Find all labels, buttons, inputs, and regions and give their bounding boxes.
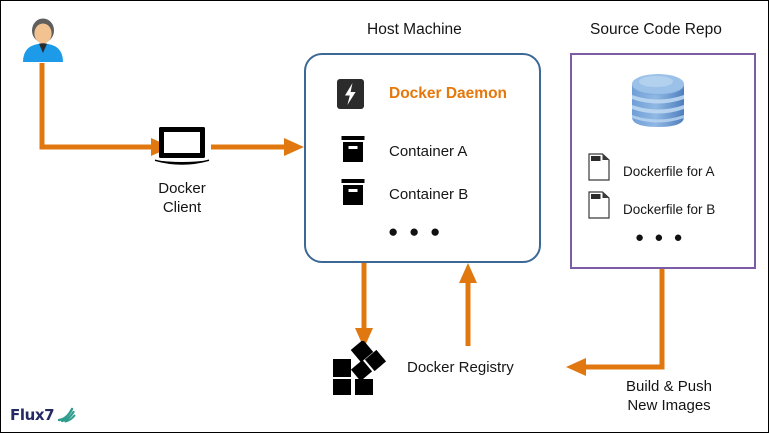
- arrowhead-client-to-host: [284, 138, 304, 156]
- build-push-caption: Build & Push New Images: [599, 377, 739, 415]
- repo-item-dockerfile-b: [588, 191, 610, 219]
- build-push-line2: New Images: [627, 397, 711, 414]
- arrow-repo-to-registry: [586, 269, 665, 370]
- lightning-bolt-icon: [337, 79, 364, 109]
- repo-item-label-dockerfile-a: Dockerfile for A: [623, 164, 715, 179]
- host-machine-title: Host Machine: [367, 21, 462, 38]
- host-item-docker-daemon: [337, 79, 364, 109]
- laptop-icon: [154, 127, 210, 165]
- repo-item-dockerfile-a: [588, 153, 610, 181]
- repo-database: [626, 71, 690, 131]
- docker-registry-node: [332, 341, 396, 395]
- arrowhead-registry-to-host: [459, 263, 477, 283]
- arrowhead-host-to-registry: [355, 328, 373, 348]
- person-icon: [23, 18, 63, 62]
- docker-client-label-line2: Client: [162, 199, 202, 216]
- container-box-icon: [341, 179, 365, 205]
- host-item-label-docker-daemon: Docker Daemon: [389, 85, 508, 102]
- repo-item-label-dockerfile-b: Dockerfile for B: [623, 202, 716, 217]
- docker-client-label-line1: Docker: [158, 180, 206, 197]
- source-code-repo-title: Source Code Repo: [590, 21, 722, 38]
- build-push-line1: Build & Push: [626, 378, 712, 395]
- host-ellipsis: ● ● ●: [388, 222, 444, 241]
- docker-client-node: [153, 124, 211, 168]
- host-item-label-container-b: Container B: [389, 186, 469, 203]
- flux7-logo: Flux7: [10, 406, 76, 424]
- arrow-user-to-client: [39, 63, 151, 150]
- document-file-icon: [588, 191, 610, 219]
- container-box-icon: [341, 136, 365, 162]
- flux7-logo-text: Flux7: [10, 406, 55, 424]
- docker-registry-label: Docker Registry: [407, 359, 514, 376]
- host-item-container-a: [341, 136, 365, 163]
- swirl-icon: [57, 407, 76, 423]
- document-file-icon: [588, 153, 610, 181]
- repo-ellipsis: ● ● ●: [635, 229, 686, 246]
- user-person: [17, 17, 69, 65]
- docker-client-label: Docker Client: [132, 179, 232, 217]
- host-item-label-container-a: Container A: [389, 143, 468, 160]
- database-cylinder-icon: [632, 74, 684, 127]
- host-item-container-b: [341, 179, 365, 206]
- registry-blocks-icon: [333, 341, 387, 395]
- arrowhead-repo-to-registry: [566, 358, 586, 376]
